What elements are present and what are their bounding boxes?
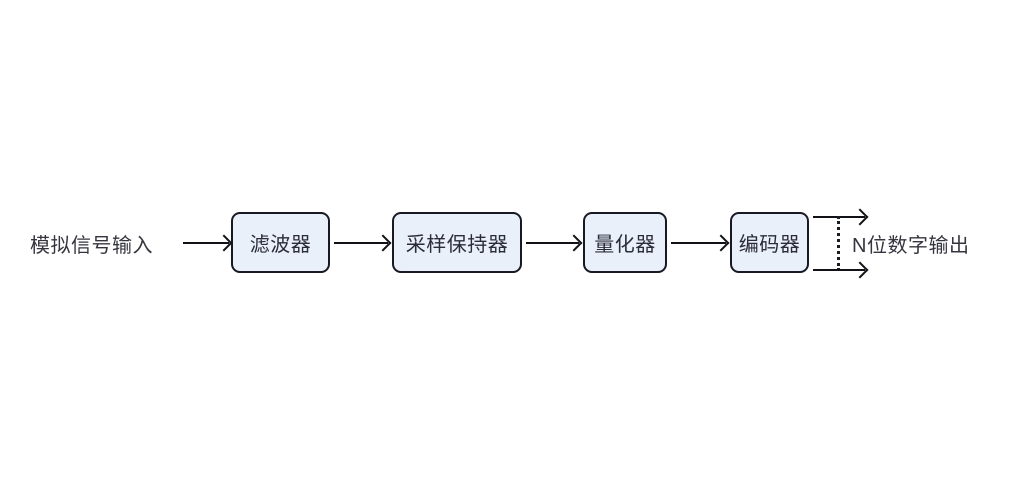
block-sample-hold[interactable]: 采样保持器 [392, 212, 522, 273]
arrow-encoder-output-bottom [813, 269, 865, 271]
arrow-quantizer-to-encoder [671, 242, 726, 244]
block-quantizer[interactable]: 量化器 [583, 212, 667, 273]
block-filter[interactable]: 滤波器 [231, 212, 330, 273]
arrow-input-to-filter [183, 242, 229, 244]
block-encoder[interactable]: 编码器 [730, 212, 809, 273]
input-label: 模拟信号输入 [30, 234, 153, 257]
signal-chain-flow: 模拟信号输入 滤波器 采样保持器 量化器 编码器 N位数字输出 [0, 212, 1017, 274]
output-label: N位数字输出 [852, 234, 970, 257]
arrow-filter-to-sample-hold [334, 242, 388, 244]
arrow-sample-hold-to-quantizer [526, 242, 579, 244]
dotted-bus-line [837, 216, 840, 271]
